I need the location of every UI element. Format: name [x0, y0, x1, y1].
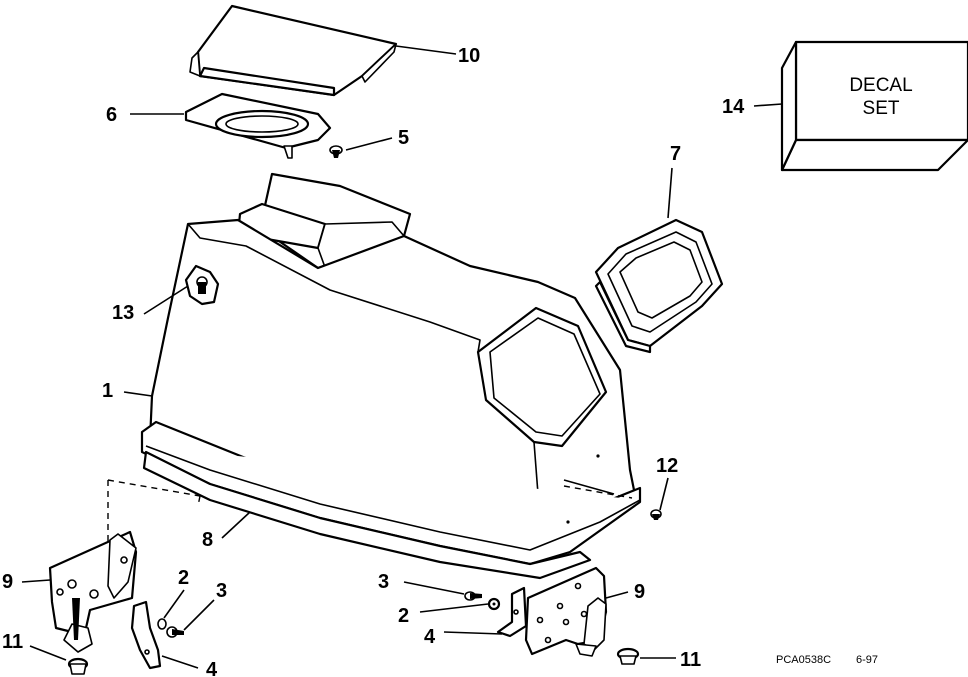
callout-4-right: 4: [424, 626, 436, 648]
part-strap-left: [130, 600, 162, 670]
callout-7: 7: [670, 143, 681, 165]
callout-11-right: 11: [680, 649, 701, 671]
part-screw-12: [650, 509, 662, 520]
callout-11-left: 11: [2, 631, 23, 653]
callout-9-left: 9: [2, 571, 13, 593]
part-motor-cover: [140, 172, 642, 580]
part-seal-plate: [184, 92, 332, 159]
callout-5: 5: [398, 127, 409, 149]
callout-2-right: 2: [398, 605, 409, 627]
part-decal-box: DECAL SET: [780, 40, 968, 172]
figure-code-id: PCA0538C: [776, 654, 831, 666]
callout-9-right: 9: [634, 581, 645, 603]
leader-lines: [21, 45, 783, 669]
callout-3-left: 3: [216, 580, 227, 602]
part-bushing-left: [67, 657, 89, 675]
part-washer-right: [487, 597, 501, 611]
callout-6: 6: [106, 104, 117, 126]
callout-8: 8: [202, 529, 213, 551]
figure-code-date: 6-97: [856, 654, 878, 666]
callout-13: 13: [112, 302, 134, 324]
dashed-reference-lines: [107, 479, 633, 546]
callout-2-left: 2: [178, 567, 189, 589]
part-screw-5: [329, 145, 343, 158]
part-bushing-right: [616, 647, 640, 665]
callout-12: 12: [656, 455, 678, 477]
part-hinge-left: [48, 530, 138, 653]
callout-10: 10: [458, 45, 480, 67]
part-top-cover: [189, 4, 398, 97]
callout-14: 14: [722, 96, 745, 118]
figure-code: PCA0538C 6-97: [776, 654, 878, 666]
callout-4-left: 4: [206, 659, 218, 677]
part-hinge-right: [524, 566, 608, 657]
callout-3-right: 3: [378, 571, 389, 593]
part-washer-left: [157, 618, 167, 630]
part-screw-right: [464, 591, 482, 601]
decal-line2: SET: [863, 98, 900, 119]
decal-line1: DECAL: [849, 75, 912, 96]
callout-labels: 10 6 5 7 14 13 1 12 8 9 2 3 11 4 3 2 4 9…: [2, 45, 745, 677]
part-strap-right: [496, 586, 528, 638]
part-latch: [184, 264, 220, 306]
callout-1: 1: [102, 380, 113, 402]
part-screw-left: [166, 626, 184, 638]
part-window-grill: [594, 218, 724, 354]
